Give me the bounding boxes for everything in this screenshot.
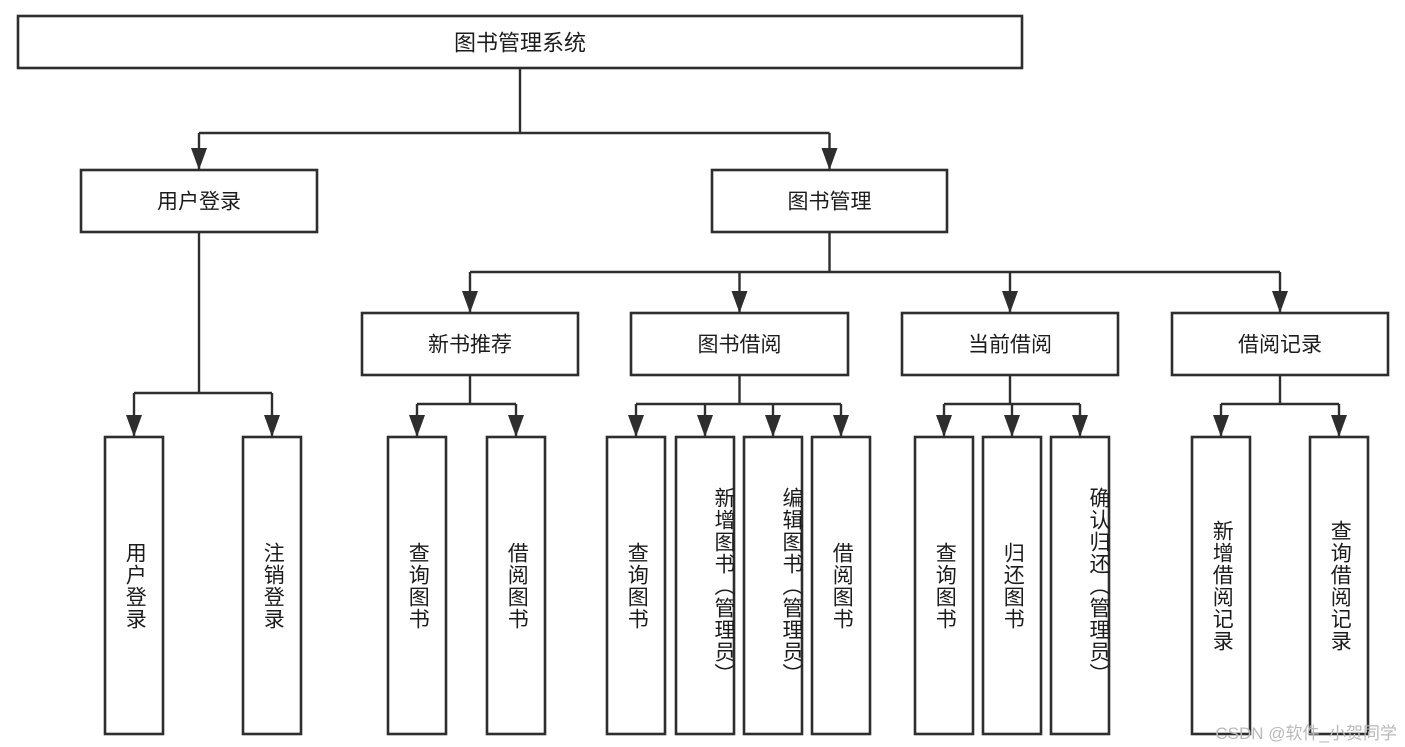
- connector-arrowhead: [508, 415, 524, 437]
- connector-arrowhead: [833, 415, 849, 437]
- node-label: 用户登录: [157, 191, 241, 214]
- node-box[interactable]: [485, 435, 547, 736]
- node-label: 当前借阅: [968, 334, 1052, 357]
- node-borrow-record[interactable]: 借阅记录: [1170, 311, 1390, 377]
- connector-arrowhead: [264, 415, 280, 437]
- node-leaf-query-book[interactable]: [605, 435, 667, 736]
- node-leaf-add-book[interactable]: [674, 435, 736, 736]
- node-leaf-query-book-rec[interactable]: [386, 435, 448, 736]
- node-new-book-rec[interactable]: 新书推荐: [360, 311, 580, 377]
- node-leaf-user-login[interactable]: [103, 435, 165, 736]
- node-current-borrow[interactable]: 当前借阅: [900, 311, 1120, 377]
- node-root[interactable]: 图书管理系统: [16, 14, 1024, 70]
- connector-arrowhead: [1272, 291, 1288, 313]
- node-box[interactable]: [674, 435, 736, 736]
- node-box[interactable]: [386, 435, 448, 736]
- node-label: 图书借阅: [698, 334, 782, 357]
- connector-arrowhead: [1004, 415, 1020, 437]
- node-leaf-borrow-book-rec[interactable]: [485, 435, 547, 736]
- node-label: 图书管理: [788, 191, 872, 214]
- node-box[interactable]: [710, 168, 949, 234]
- node-leaf-query-book-cur[interactable]: [913, 435, 975, 736]
- node-box[interactable]: [1190, 435, 1252, 736]
- node-leaf-confirm-return[interactable]: [1049, 435, 1111, 736]
- connector-arrowhead: [1002, 291, 1018, 313]
- edges-layer: [126, 68, 1347, 437]
- node-book-borrow[interactable]: 图书借阅: [629, 311, 850, 377]
- node-box[interactable]: [16, 14, 1024, 70]
- node-box[interactable]: [605, 435, 667, 736]
- node-box[interactable]: [360, 311, 580, 377]
- node-box[interactable]: [981, 435, 1043, 736]
- node-box[interactable]: [1308, 435, 1370, 736]
- connector-arrowhead: [191, 148, 207, 170]
- connector-arrowhead: [462, 291, 478, 313]
- connector-arrowhead: [628, 415, 644, 437]
- connector-arrowhead: [1331, 415, 1347, 437]
- connector-arrowhead: [697, 415, 713, 437]
- connector-arrowhead: [765, 415, 781, 437]
- connector-arrowhead: [821, 148, 838, 170]
- watermark-text: CSDN @软件_小贺同学: [1215, 724, 1397, 743]
- connector-arrowhead: [1072, 415, 1088, 437]
- node-box[interactable]: [1170, 311, 1390, 377]
- node-box[interactable]: [742, 435, 804, 736]
- connector-arrowhead: [1213, 415, 1229, 437]
- node-user-login[interactable]: 用户登录: [79, 168, 319, 234]
- node-label: 图书管理系统: [454, 31, 586, 56]
- node-box[interactable]: [1049, 435, 1111, 736]
- node-box[interactable]: [103, 435, 165, 736]
- node-leaf-query-record[interactable]: [1308, 435, 1370, 736]
- connector-arrowhead: [731, 291, 748, 313]
- node-box[interactable]: [241, 435, 303, 736]
- node-box[interactable]: [913, 435, 975, 736]
- node-book-manage[interactable]: 图书管理: [710, 168, 949, 234]
- node-box[interactable]: [900, 311, 1120, 377]
- node-leaf-edit-book[interactable]: [742, 435, 804, 736]
- connector-arrowhead: [126, 415, 142, 437]
- connector-arrowhead: [936, 415, 952, 437]
- node-leaf-return-book[interactable]: [981, 435, 1043, 736]
- node-leaf-logout[interactable]: [241, 435, 303, 736]
- node-box[interactable]: [79, 168, 319, 234]
- node-label: 借阅记录: [1238, 334, 1322, 357]
- node-box[interactable]: [810, 435, 872, 736]
- connector-arrowhead: [409, 415, 425, 437]
- node-leaf-borrow-book[interactable]: [810, 435, 872, 736]
- node-leaf-add-record[interactable]: [1190, 435, 1252, 736]
- node-box[interactable]: [629, 311, 850, 377]
- node-label: 新书推荐: [428, 334, 512, 357]
